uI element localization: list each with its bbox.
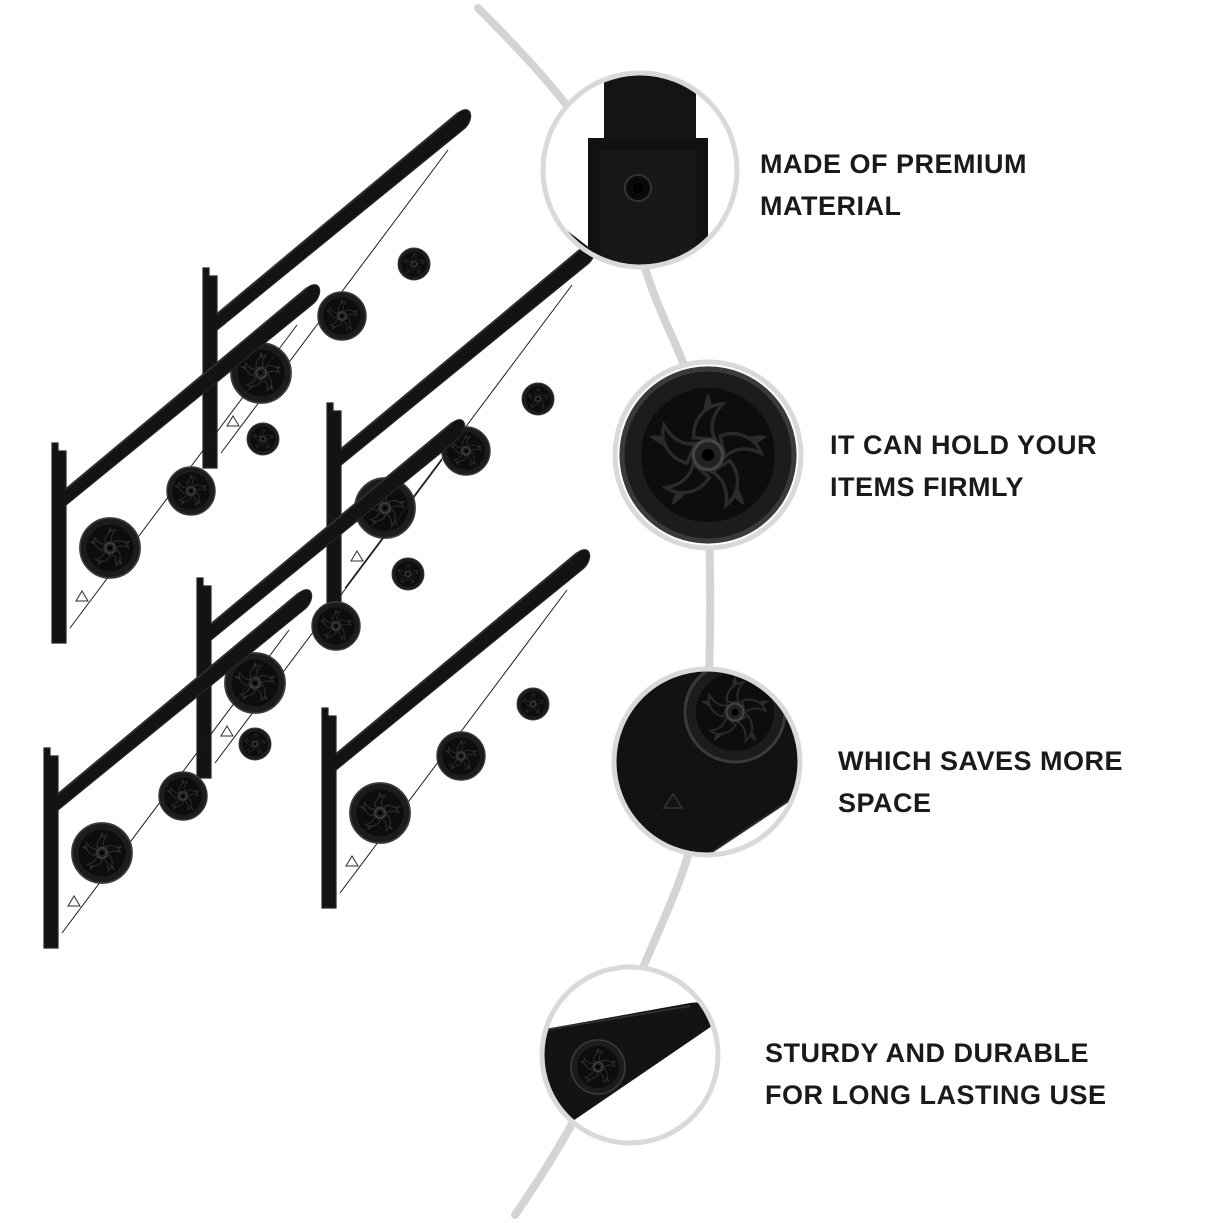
tip-closeup-icon [539, 964, 721, 1146]
wheel-closeup-icon [612, 359, 804, 551]
feature-line: MATERIAL [760, 191, 902, 221]
feature-text-1: MADE OF PREMIUM MATERIAL [760, 143, 1027, 227]
feature-text-4: STURDY AND DURABLE FOR LONG LASTING USE [765, 1032, 1107, 1116]
feature-text-2: IT CAN HOLD YOUR ITEMS FIRMLY [830, 424, 1097, 508]
bracket-6 [322, 550, 590, 908]
feature-line: SPACE [838, 788, 932, 818]
feature-line: WHICH SAVES MORE [838, 746, 1124, 776]
corner-closeup-icon [611, 666, 803, 858]
feature-line: IT CAN HOLD YOUR [830, 430, 1098, 460]
bracket-closeup-icon [540, 70, 740, 270]
feature-line: ITEMS FIRMLY [830, 472, 1025, 502]
feature-line: FOR LONG LASTING USE [765, 1080, 1107, 1110]
bracket-2 [52, 285, 320, 643]
bracket-group [44, 110, 595, 948]
feature-line: MADE OF PREMIUM [760, 149, 1027, 179]
feature-line: STURDY AND DURABLE [765, 1038, 1090, 1068]
feature-text-3: WHICH SAVES MORE SPACE [838, 740, 1123, 824]
bracket-5 [44, 590, 312, 948]
